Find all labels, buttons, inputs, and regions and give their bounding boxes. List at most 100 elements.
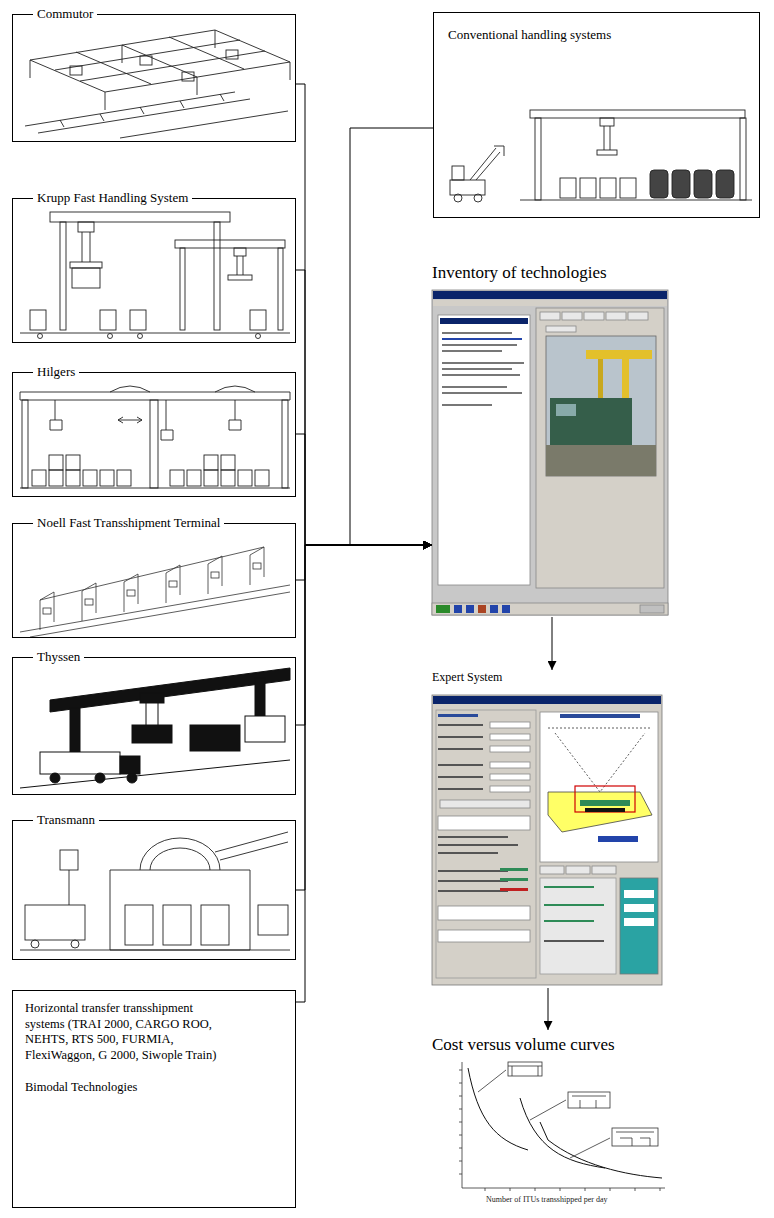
inventory-screenshot-part	[562, 312, 582, 320]
expert-system-screenshot-part	[438, 748, 483, 750]
krupp-illustration-part	[82, 232, 90, 262]
expert-system-screenshot-part	[544, 940, 604, 942]
krupp-illustration-part	[38, 334, 43, 339]
krupp-illustration-part	[108, 334, 113, 339]
conventional-illustration-part	[600, 178, 616, 198]
technology-list-box: Horizontal transfer transshipment system…	[12, 990, 296, 1208]
hilgers-illustration-part	[66, 470, 80, 486]
hilgers-illustration-part	[204, 455, 218, 470]
krupp-illustration-part	[130, 310, 146, 330]
hilgers-illustration-part	[83, 470, 97, 486]
noell-illustration-part	[169, 581, 177, 587]
noell-illustration-part	[211, 572, 219, 578]
flow-connector	[296, 270, 432, 545]
thyssen-illustration-part	[20, 760, 290, 788]
expert-system-screenshot-part	[438, 816, 530, 830]
noell-illustration-part	[43, 608, 51, 614]
expert-system-screenshot-part	[438, 724, 483, 726]
noell-illustration-part	[85, 599, 93, 605]
conventional-illustration-part	[530, 110, 745, 118]
inventory-screenshot-part	[550, 398, 632, 445]
inventory-screenshot-part	[442, 386, 507, 388]
conventional-illustration-part	[694, 170, 712, 198]
noell-illustration-part	[127, 590, 135, 596]
commutor-illustration	[25, 30, 290, 138]
conventional-box: Conventional handling systems	[433, 12, 760, 218]
expert-system-screenshot-part	[500, 888, 528, 891]
transmann-illustration	[20, 832, 290, 950]
expert-system-screenshot-part	[540, 878, 616, 974]
krupp-illustration-part	[72, 268, 100, 288]
panel-heading: Expert System	[432, 670, 664, 685]
conventional-illustration-part	[650, 170, 668, 198]
hilgers-illustration-part	[66, 455, 80, 470]
hilgers-illustration	[20, 386, 290, 488]
inventory-screenshot-part	[546, 326, 576, 332]
inventory-screenshot-part	[466, 605, 474, 613]
flow-connector	[350, 128, 433, 545]
conventional-illustration-part	[604, 126, 610, 150]
transmann-illustration-part	[60, 850, 78, 870]
conventional-illustration-part	[474, 194, 482, 202]
hilgers-illustration-part	[150, 400, 158, 488]
hilgers-illustration-part	[282, 400, 288, 488]
expert-system-screenshot-part	[585, 808, 625, 812]
krupp-illustration-part	[180, 248, 185, 330]
cost-volume-chart-part	[459, 1070, 462, 1174]
inventory-screenshot-part	[640, 605, 664, 613]
frame-heading: Transmann	[33, 812, 99, 828]
transmann-illustration-part	[125, 905, 153, 945]
transmann-illustration-part	[71, 940, 79, 948]
commutor-illustration-part	[70, 66, 82, 75]
expert-system-screenshot-part	[490, 734, 530, 740]
technology-frame: Commutor	[12, 14, 296, 142]
commutor-illustration-part	[226, 50, 238, 59]
thyssen-illustration-part	[127, 773, 137, 783]
expert-system-screenshot-part	[438, 788, 483, 790]
frame-heading: Thyssen	[33, 649, 84, 665]
hilgers-illustration-part	[20, 488, 290, 489]
cost-volume-chart-part	[478, 1070, 610, 1158]
expert-system-screenshot-part	[620, 878, 658, 974]
expert-system-screenshot-part	[438, 836, 508, 838]
box-text: Horizontal transfer transshipment system…	[25, 1001, 230, 1064]
technology-frame: Hilgers	[12, 372, 296, 497]
expert-system-screenshot-part	[438, 844, 518, 846]
flow-connector	[296, 545, 432, 1002]
transmann-illustration-part	[110, 838, 250, 950]
box-note: Bimodal Technologies	[25, 1080, 230, 1096]
krupp-illustration-part	[60, 222, 66, 330]
inventory-screenshot-part	[432, 603, 668, 615]
expert-system-screenshot-part	[438, 764, 483, 766]
hilgers-illustration-part	[204, 470, 218, 486]
panel-heading: Cost versus volume curves	[432, 1034, 672, 1055]
hilgers-illustration-part	[117, 470, 131, 486]
transmann-illustration-part	[20, 832, 290, 950]
thyssen-illustration-part	[95, 773, 105, 783]
expert-system-screenshot-part	[624, 890, 654, 898]
hilgers-illustration-part	[100, 470, 114, 486]
transmann-illustration-part	[69, 870, 70, 905]
thyssen-illustration-part	[140, 693, 164, 703]
conventional-illustration-part	[620, 178, 636, 198]
inventory-screenshot-part	[442, 392, 522, 394]
krupp-illustration-part	[30, 310, 46, 330]
expert-system-screenshot-part	[548, 728, 650, 792]
expert-system-screenshot-part	[433, 696, 661, 704]
krupp-illustration-part	[214, 222, 220, 330]
expert-system-screenshot-part	[438, 714, 478, 717]
conventional-illustration-part	[560, 178, 576, 198]
panel-heading: Inventory of technologies	[432, 262, 672, 283]
hilgers-illustration-part	[49, 455, 63, 470]
expert-system-screenshot-part	[624, 918, 654, 926]
expert-system-screenshot-part	[540, 866, 564, 874]
expert-system-screenshot-part	[598, 836, 638, 842]
krupp-illustration-part	[50, 212, 230, 222]
expert-system-screenshot-part	[438, 880, 508, 882]
frame-heading: Noell Fast Transshipment Terminal	[33, 515, 224, 531]
box-text: Conventional handling systems	[448, 27, 738, 43]
expert-system-screenshot-part	[490, 746, 530, 752]
conventional-illustration-part	[454, 194, 462, 202]
inventory-screenshot-part	[490, 605, 498, 613]
inventory-screenshot-part	[546, 445, 656, 476]
